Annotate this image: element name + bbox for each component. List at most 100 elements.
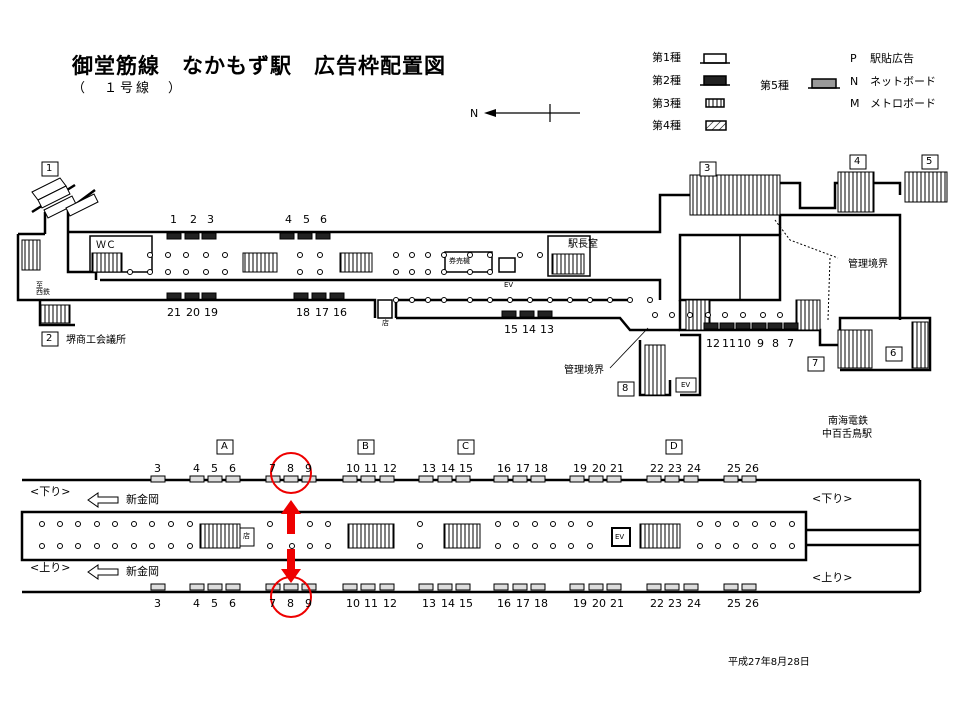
exit1-side-label: 至 西鉄 [36,281,50,296]
ad-num: 16 [333,306,347,319]
concourse-ad-box [166,232,182,240]
pillar [57,521,63,527]
platform-ad-num: 19 [573,597,587,610]
platform-outline [20,478,922,594]
pillar [687,312,693,318]
platform-ad-box [189,583,205,591]
concourse-ad-box [315,232,331,240]
platform-ad-num: 20 [592,462,606,475]
ad-num: 6 [320,213,327,226]
ad-num: 19 [204,306,218,319]
ad-num: 8 [772,337,779,350]
concourse-ad-box [166,292,182,300]
exit-7: 7 [812,358,819,369]
ad-num: 21 [167,306,181,319]
platform-ad-num: 21 [610,597,624,610]
pillar [722,312,728,318]
platform-ad-box [455,475,471,483]
platform-ad-num: 12 [383,597,397,610]
pillar [527,297,533,303]
platform-ad-box [493,475,509,483]
pillar [752,521,758,527]
pillar [183,269,189,275]
pillar [393,269,399,275]
platform-ad-box [437,475,453,483]
platform-ad-num: 16 [497,462,511,475]
legend-m-letter: M [850,97,860,110]
platform-ad-num: 24 [687,462,701,475]
down-label-left: <下り> [30,485,71,498]
platform-ad-num: 13 [422,462,436,475]
platform-ad-num: 26 [745,462,759,475]
mgmt-boundary-right: 管理境界 [848,259,888,270]
pillar [532,543,538,549]
section-d: D [670,441,678,452]
pillar [487,297,493,303]
ad-num: 14 [522,323,536,336]
section-c: C [462,441,469,452]
pillar [112,543,118,549]
pillar [393,297,399,303]
concourse-pillars [127,252,783,318]
platform-ad-box [418,583,434,591]
pillar [770,521,776,527]
concourse-ad-box [201,292,217,300]
pillar [57,543,63,549]
pillar [267,521,273,527]
pillar [39,543,45,549]
platform-ad-box [723,583,739,591]
concourse-ad-box [767,322,783,330]
pillar [607,297,613,303]
ad-num: 13 [540,323,554,336]
pillar [307,543,313,549]
pillar [325,521,331,527]
pillar [587,521,593,527]
station-office-label: 駅長室 [568,239,598,250]
legend-type3-swatch [705,98,725,108]
platform-ad-box [360,583,376,591]
pillar [187,521,193,527]
pillar [131,521,137,527]
concourse-ad-box [703,322,719,330]
pillar [733,543,739,549]
pillar [325,543,331,549]
pillar [627,297,633,303]
platform-ad-num: 7 [269,462,276,475]
pillar [567,297,573,303]
pillar [297,252,303,258]
platform-ad-num: 20 [592,597,606,610]
page-subtitle: （ １号線 ） [72,81,185,96]
ad-num: 11 [722,337,736,350]
pillar [222,252,228,258]
page-title: 御堂筋線 なかもず駅 広告枠配置図 [72,54,446,78]
highlight [270,452,312,618]
pillar [715,543,721,549]
exit-2: 2 [46,333,53,344]
pillar [75,521,81,527]
pillar [127,269,133,275]
pillar [75,543,81,549]
platform-ad-box [683,475,699,483]
wc-label: ＷＣ [96,240,116,251]
platform-ad-box [569,475,585,483]
concourse-ad-box [184,292,200,300]
destination-up: 新金岡 [126,565,159,578]
platform-ad-box [225,475,241,483]
ad-num: 18 [296,306,310,319]
pillar [770,543,776,549]
platform-ad-box [646,475,662,483]
ad-num: 10 [737,337,751,350]
platform-ad-box [225,583,241,591]
exit-1: 1 [46,163,53,174]
pillar [507,297,513,303]
pillar [222,269,228,275]
concourse-ad-box [297,232,313,240]
shop-label: 店 [382,319,389,327]
pillar [715,521,721,527]
pillar [652,312,658,318]
ad-num: 20 [186,306,200,319]
pillar [568,521,574,527]
concourse-ad-box [783,322,799,330]
pillar [168,543,174,549]
platform-ad-num: 10 [346,462,360,475]
